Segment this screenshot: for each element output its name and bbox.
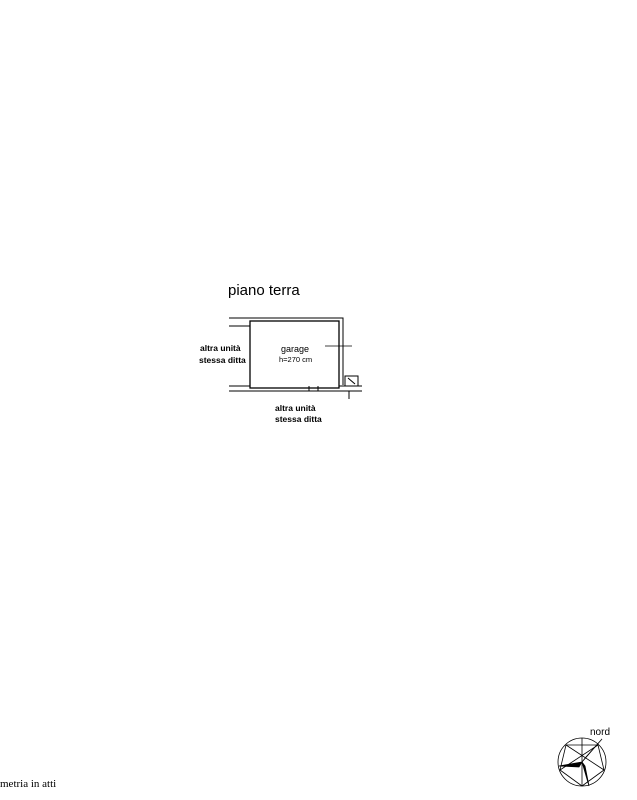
- outer-wall: [229, 317, 344, 385]
- garage-room-outline: [249, 320, 340, 389]
- neighbor-left-label-1: altra unità: [200, 343, 241, 353]
- floor-title: piano terra: [228, 282, 300, 299]
- garage-plan: [229, 317, 362, 399]
- compass-label: nord: [590, 727, 610, 738]
- neighbor-bottom-label-2: stessa ditta: [275, 414, 322, 424]
- neighbor-bottom-label-1: altra unità: [275, 403, 316, 413]
- utility-box: [344, 375, 359, 387]
- room-name-label: garage: [281, 344, 309, 354]
- utility-box-mark: [347, 377, 356, 385]
- footer-caption: metria in atti: [0, 778, 56, 790]
- neighbor-left-label-2: stessa ditta: [199, 355, 246, 365]
- room-height-label: h=270 cm: [279, 355, 312, 364]
- compass-rose-icon: [557, 737, 607, 787]
